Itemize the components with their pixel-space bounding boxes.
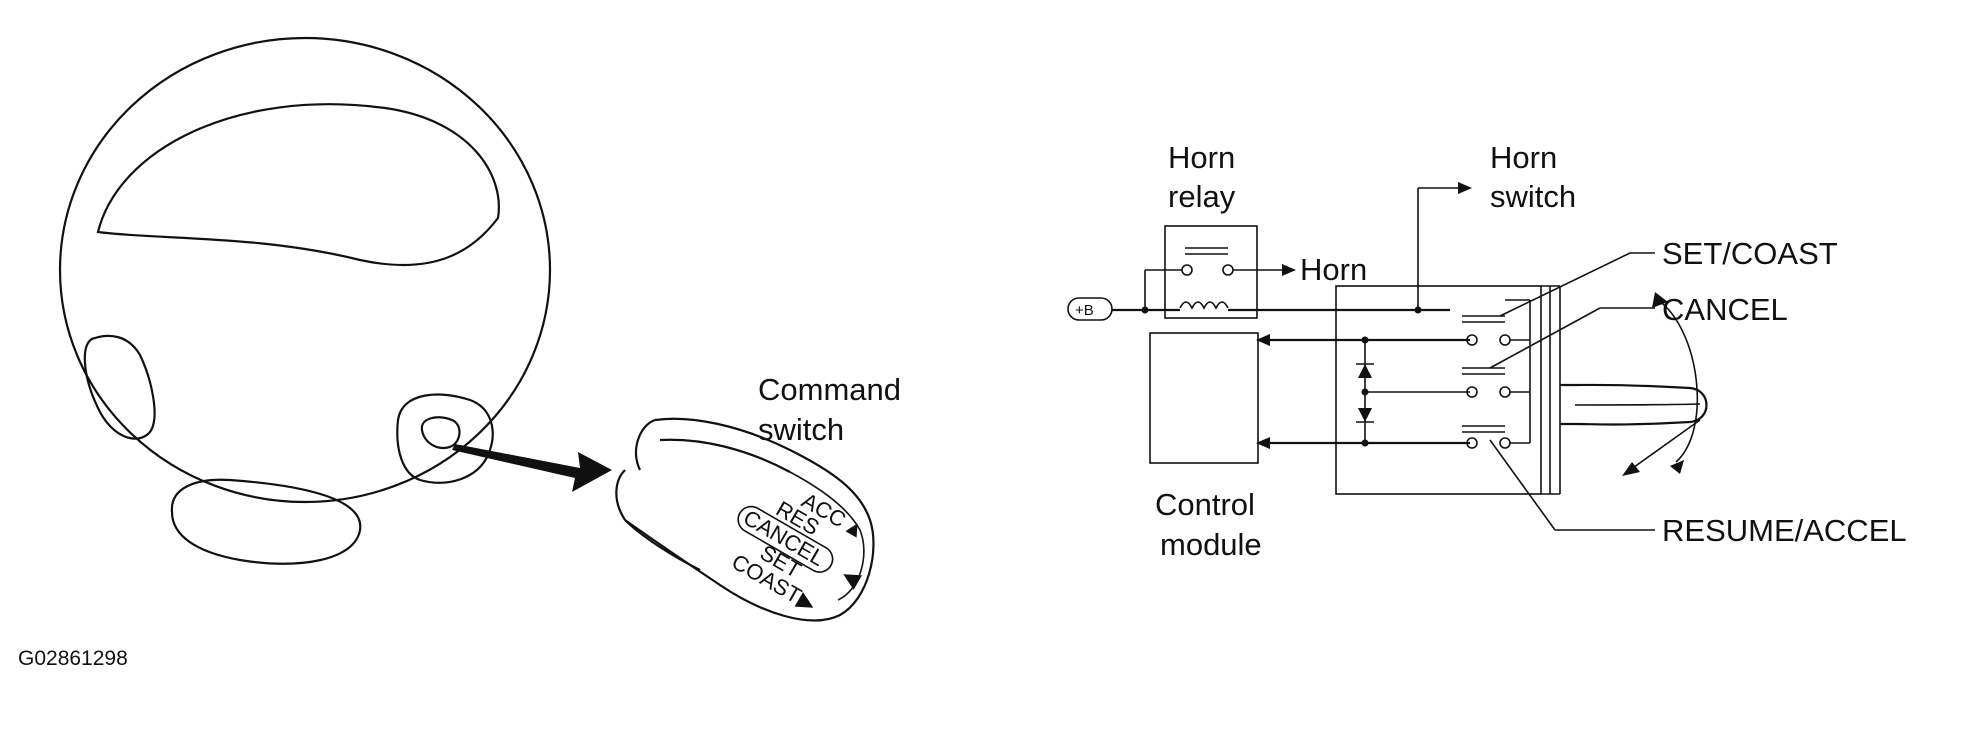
horn-switch-label-line1: Horn (1490, 140, 1557, 175)
steering-wheel (58, 36, 552, 565)
figure-code: G02861298 (18, 647, 128, 670)
control-module-label-line1: Control (1155, 487, 1255, 522)
horn-relay-label-line2: relay (1168, 179, 1236, 214)
command-switch-closeup (615, 417, 875, 622)
lever-motion-arc (1657, 299, 1699, 463)
horn-switch-label-line2: switch (1490, 179, 1576, 214)
command-switch-label-line1: Command (758, 372, 901, 407)
lever-arrow-up-icon (1652, 292, 1668, 308)
wheel-right-pad (396, 393, 494, 484)
horn-arrow-icon (1282, 264, 1296, 276)
diode-upper-icon (1358, 364, 1372, 378)
resume-accel-label: RESUME/ACCEL (1662, 513, 1907, 548)
control-module-label-line2: module (1160, 527, 1262, 562)
cancel-label: CANCEL (1662, 292, 1788, 327)
pointer-arrow (452, 444, 612, 492)
battery-label: +B (1075, 302, 1094, 319)
horn-label: Horn (1300, 252, 1367, 287)
lever-arrow-down-icon (1670, 460, 1684, 474)
cancel-arrow-icon: ◀ (838, 562, 865, 592)
switch-markings: ACC ▲ RES CANCEL ◀ SET COAST ▶ (728, 488, 871, 617)
switch-contacts (1462, 299, 1531, 449)
wheel-upper-opening (96, 103, 500, 267)
command-switch-label-line2: switch (758, 412, 844, 447)
diode-lower-icon (1358, 408, 1372, 422)
wheel-left-pad (83, 334, 156, 440)
switch-assembly-box (1335, 285, 1542, 495)
wheel-switch-knob (420, 416, 461, 450)
cancel-outline (737, 505, 834, 573)
wheel-lower-opening (170, 478, 362, 565)
control-module-box (1149, 332, 1259, 464)
horn-switch-arrow-icon (1458, 182, 1472, 194)
set-coast-label: SET/COAST (1662, 236, 1838, 271)
circuit-schematic: Horn relay Horn +B Horn switch Control m… (1067, 140, 1907, 562)
lever-push-arrow-icon (1622, 462, 1640, 476)
switch-lever (1560, 292, 1708, 476)
horn-relay-box (1164, 225, 1258, 319)
horn-relay-label-line1: Horn (1168, 140, 1235, 175)
